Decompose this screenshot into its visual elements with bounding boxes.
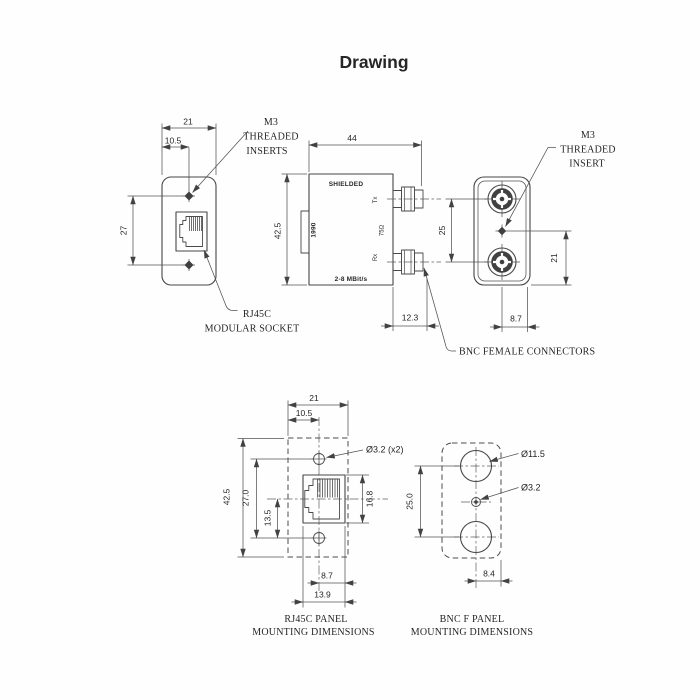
m3-label-line1: M3 <box>264 117 278 128</box>
m3-label-line2: THREADED <box>560 145 615 156</box>
dim-insert-offset-value: 21 <box>549 253 559 263</box>
dim-bnc-length: 12.3 <box>381 279 439 331</box>
dim-hole-spacing: 25.0 <box>405 465 459 538</box>
bnc-panel-view: 25.0 8.4 Ø11.5 Ø3.2 BNC F PANEL MOUNTING… <box>405 442 545 638</box>
leader-line <box>480 487 519 500</box>
large-hole-label: Ø11.5 <box>489 449 545 462</box>
rj45-pins <box>317 479 338 498</box>
dim-connector-spacing: 25 <box>437 198 487 263</box>
m3-insert-top <box>183 190 195 202</box>
dim-connector-spacing-value: 25 <box>437 226 447 236</box>
dim-height: 42.5 <box>273 173 307 286</box>
leader-line <box>489 453 519 462</box>
rj45-cutout <box>302 474 346 524</box>
dim-height: 42.5 <box>222 438 284 558</box>
m3-insert-bottom <box>183 259 195 271</box>
dim-bnc-length-value: 12.3 <box>402 313 419 323</box>
dim-insert-offset: 21 <box>508 230 572 286</box>
dim-hole-spacing-value: 27.0 <box>241 489 251 506</box>
rj45-panel-caption-line2: MOUNTING DIMENSIONS <box>252 627 374 638</box>
dim-depth-value: 44 <box>347 133 357 143</box>
panel-cutline <box>287 437 349 558</box>
bnc-panel-caption-line2: MOUNTING DIMENSIONS <box>411 627 533 638</box>
dim-edge-offset: 8.4 <box>464 560 513 587</box>
dim-cutout-half-width: 8.7 <box>307 526 357 608</box>
bnc-jack-bottom <box>484 244 520 280</box>
rj45-panel-view: 21 10.5 42.5 27.0 13.5 <box>222 393 404 638</box>
bnc-rear-view: 25 21 8.7 M3 THREADED INSERT <box>437 130 616 332</box>
page-title: Drawing <box>339 52 408 72</box>
m3-label-line3: INSERT <box>569 159 605 170</box>
m3-insert <box>495 224 509 238</box>
dim-cutout-width-value: 13.9 <box>314 590 331 600</box>
bnc-jack-top <box>484 181 520 217</box>
marking-rate: 2-8 MBit/s <box>335 276 368 283</box>
leader-line <box>192 130 249 193</box>
dim-hole-spacing-value: 27 <box>119 226 129 236</box>
dim-hole-spacing-value: 25.0 <box>405 493 415 510</box>
dim-center-to-hole-value: 13.5 <box>263 509 273 526</box>
leader-line <box>505 147 556 227</box>
dim-cutout-half-width-value: 8.7 <box>321 571 333 581</box>
bnc-hole-bottom <box>459 520 493 554</box>
m3-label-line3: INSERTS <box>246 146 287 157</box>
rj45-bump <box>300 210 310 254</box>
dim-hole-offset-value: 10.5 <box>296 408 313 418</box>
dim-hole-spacing: 27 <box>119 195 184 266</box>
dim-edge-offset-value: 8.4 <box>483 569 495 579</box>
m3-inserts-label: M3 THREADED INSERTS <box>192 117 299 193</box>
dim-height-value: 42.5 <box>273 222 283 239</box>
leader-line <box>203 249 238 311</box>
port-tx-label: Tx <box>373 197 379 204</box>
leader-line <box>326 449 364 459</box>
socket-label-line2: MODULAR SOCKET <box>205 324 300 335</box>
dim-hole-spacing: 27.0 <box>241 458 313 539</box>
m3-label-line2: THREADED <box>243 132 298 143</box>
small-hole-label: Ø3.2 <box>480 483 541 500</box>
mounting-hole-bottom <box>311 530 327 546</box>
dim-width-value: 21 <box>309 393 319 403</box>
bnc-connector-bottom <box>387 249 441 275</box>
dim-depth: 44 <box>308 133 422 186</box>
bnc-connectors-label: BNC FEMALE CONNECTORS <box>423 267 595 358</box>
bnc-connector-top <box>387 186 441 212</box>
dim-hole-offset: 10.5 <box>161 136 190 190</box>
hole-label-text: Ø3.2 (x2) <box>366 445 404 455</box>
dim-cutout-width: 13.9 <box>291 526 357 608</box>
dim-height-value: 42.5 <box>222 488 232 505</box>
hole-diameter-label: Ø3.2 (x2) <box>326 445 404 459</box>
dim-hole-offset: 10.5 <box>287 408 320 423</box>
port-rx-label: Rx <box>373 254 379 261</box>
rj45-socket-label: RJ45C MODULAR SOCKET <box>203 249 300 335</box>
dim-hole-offset-value: 10.5 <box>165 136 182 146</box>
bnc-panel-caption-line1: BNC F PANEL <box>440 614 505 625</box>
mounting-hole-top <box>311 451 327 467</box>
dim-width-value: 21 <box>183 117 193 127</box>
socket-label-line1: RJ45C <box>243 309 271 320</box>
marking-shielded: SHIELDED <box>329 181 364 188</box>
rj45-socket <box>175 211 208 252</box>
bnc-hole-top <box>459 449 493 483</box>
m3-insert-label: M3 THREADED INSERT <box>505 130 616 227</box>
m3-label-line1: M3 <box>581 130 595 141</box>
dim-edge-offset-value: 8.7 <box>510 314 522 324</box>
rj45-pins <box>189 216 202 231</box>
rj45-front-view: 21 10.5 27 M3 THREADED INSERTS RJ45C MOD… <box>119 117 300 335</box>
rj45-panel-caption-line1: RJ45C PANEL <box>284 614 347 625</box>
small-hole-label-text: Ø3.2 <box>521 483 541 493</box>
screw-hole <box>471 497 481 507</box>
dim-cutout-height-value: 16.8 <box>365 490 375 507</box>
side-view: SHIELDED 1990 2-8 MBit/s Tx 75Ω Rx <box>273 133 596 358</box>
bnc-label-text: BNC FEMALE CONNECTORS <box>459 347 595 358</box>
panel-cutline <box>441 442 502 559</box>
dim-edge-offset: 8.7 <box>490 287 540 332</box>
marking-model: 1990 <box>311 222 318 237</box>
large-hole-label-text: Ø11.5 <box>521 449 545 459</box>
leader-line <box>423 267 456 352</box>
dim-center-to-hole: 13.5 <box>263 498 281 539</box>
dim-cutout-height: 16.8 <box>346 474 375 524</box>
port-impedance-label: 75Ω <box>380 224 386 236</box>
